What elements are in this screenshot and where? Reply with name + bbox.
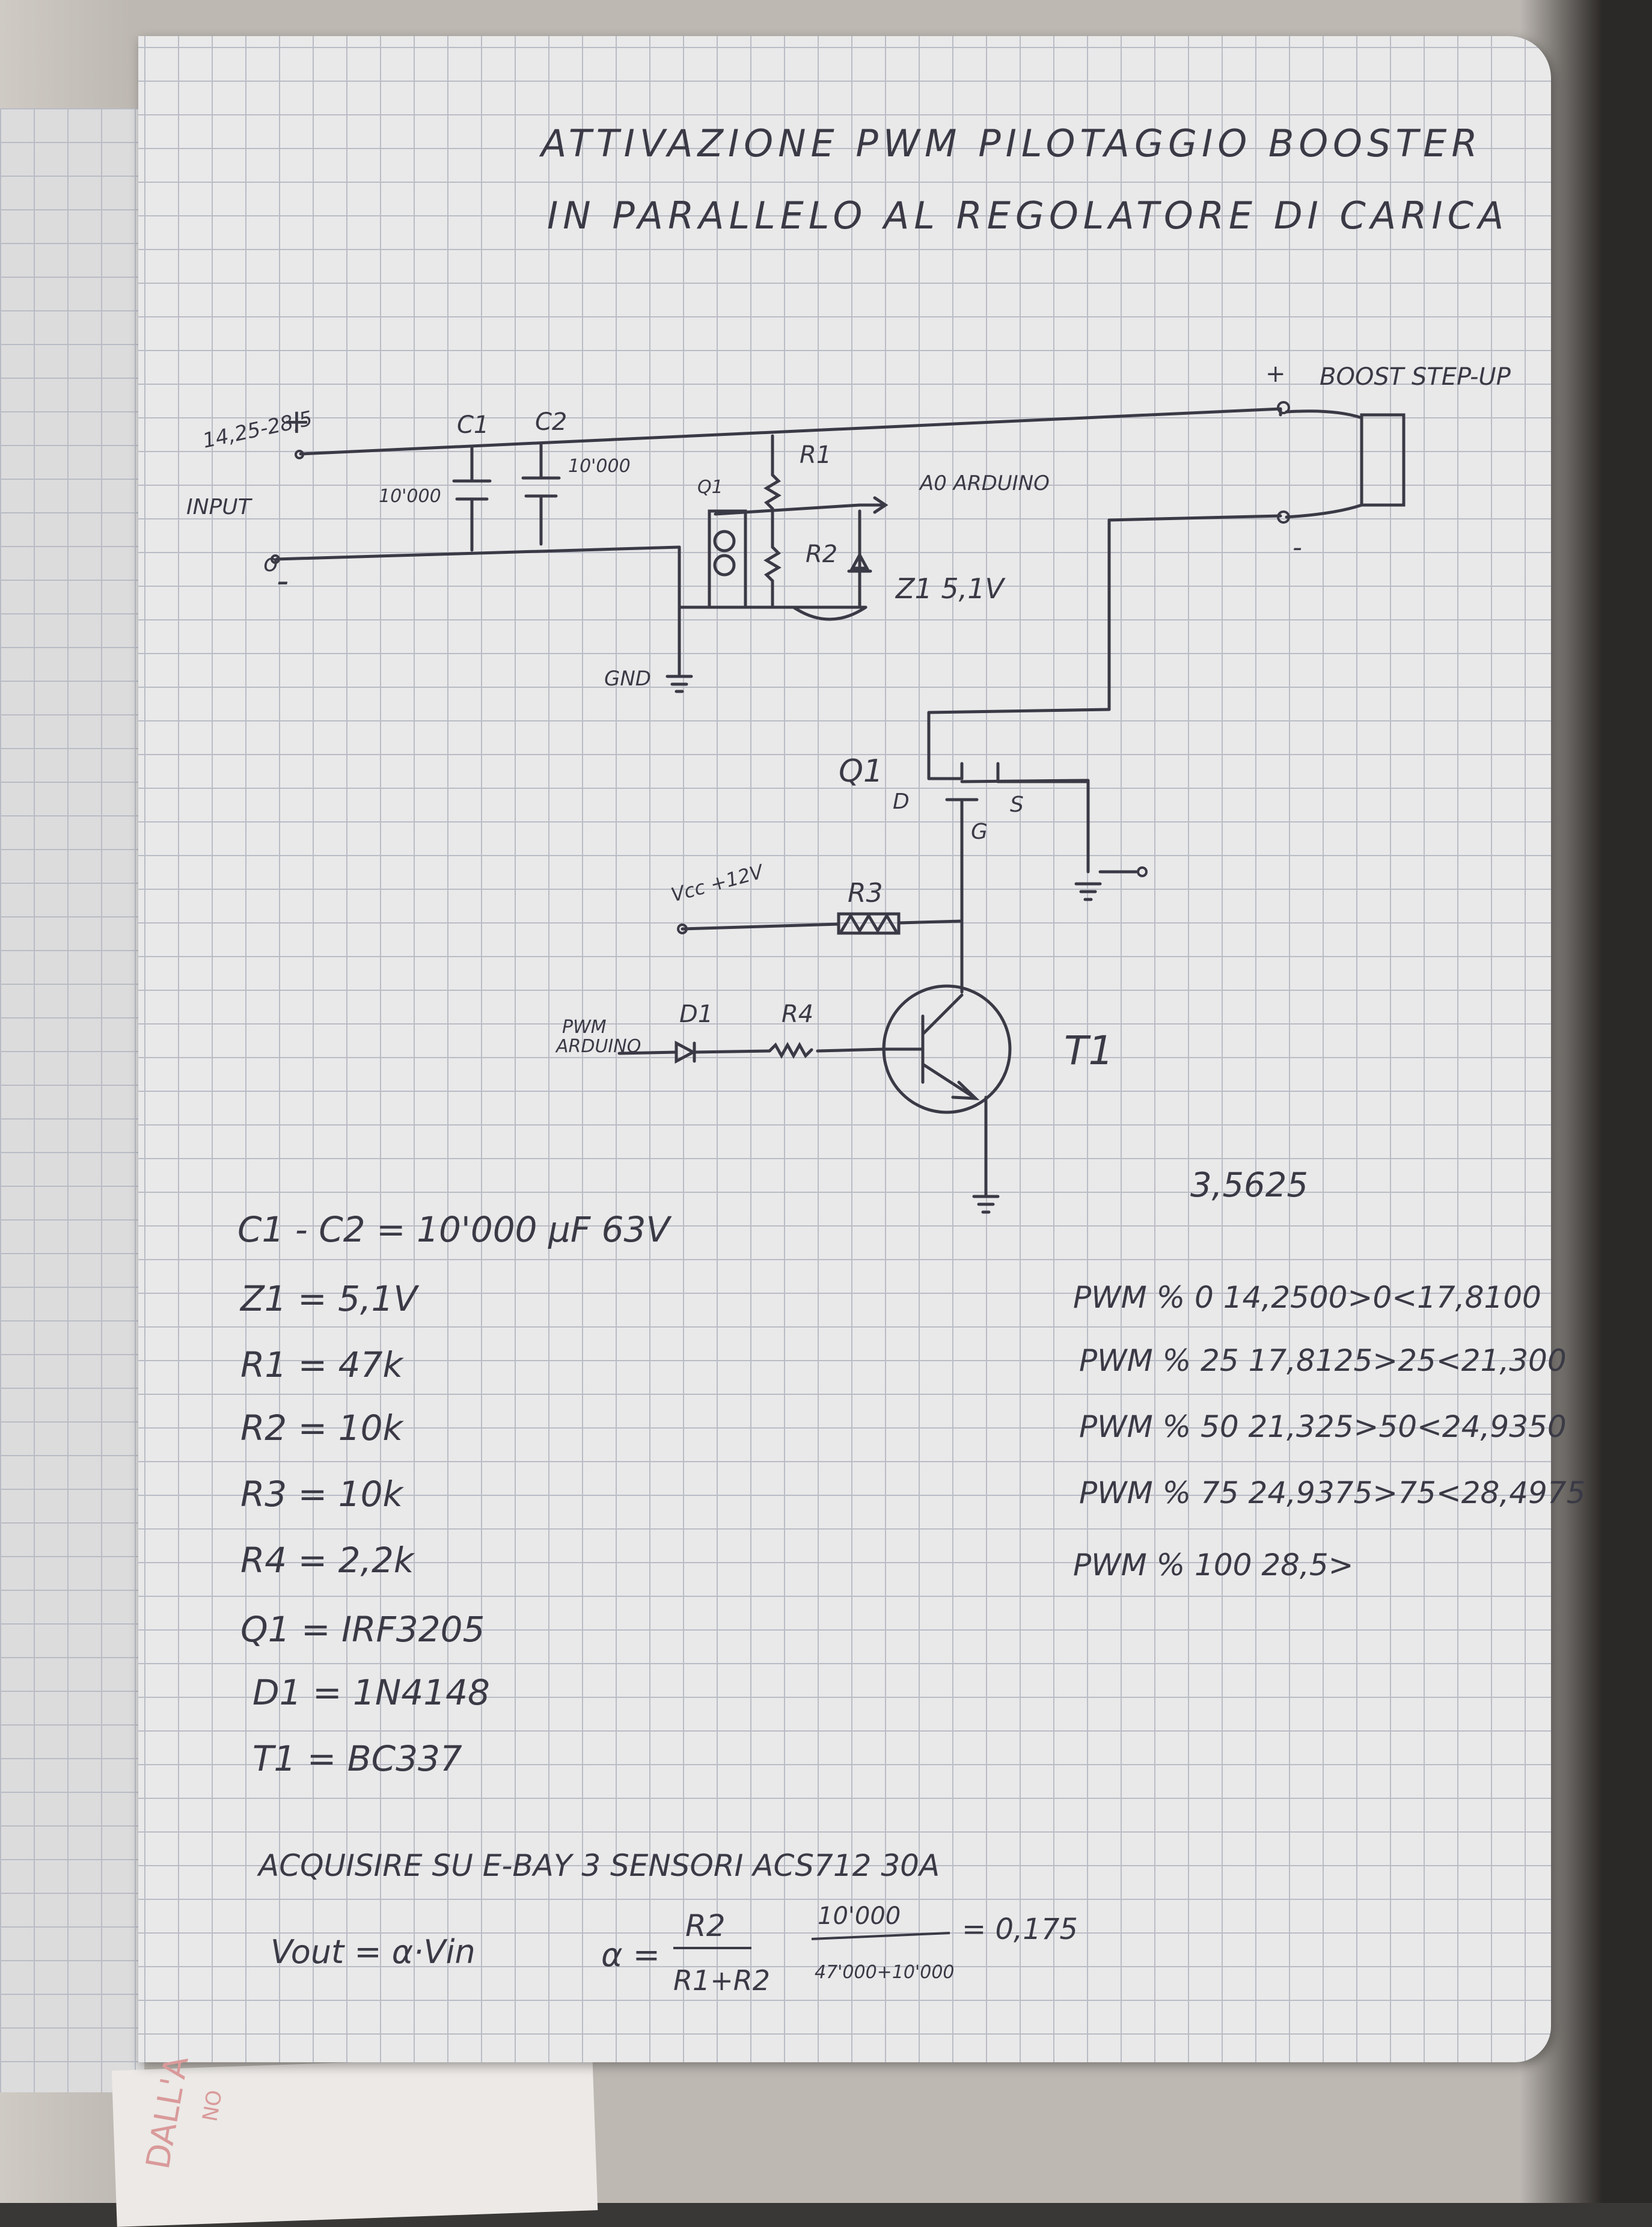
boost-stepup-label: BOOST STEP-UP bbox=[1320, 363, 1511, 391]
schematic-nodes bbox=[271, 401, 1290, 934]
q-small-label: Q1 bbox=[697, 477, 723, 498]
pwm-row: PWM % 100 28,5> bbox=[1073, 1548, 1354, 1582]
c1-label: C1 bbox=[457, 411, 489, 439]
component-line: Z1 = 5,1V bbox=[239, 1278, 420, 1319]
pwm-row: PWM % 0 14,2500>0<17,8100 bbox=[1073, 1280, 1541, 1315]
c2-value: 10'000 bbox=[568, 456, 631, 477]
boost-plus-label: + bbox=[1265, 360, 1286, 388]
pwm-arduino-label-2: ARDUINO bbox=[555, 1036, 641, 1057]
divider-formula: Vout = α·Vin α = R2 R1+R2 10'000 47'000+… bbox=[271, 1902, 1078, 1997]
d1-label: D1 bbox=[679, 1000, 713, 1028]
pwm-row: PWM % 50 21,325>50<24,9350 bbox=[1079, 1409, 1567, 1444]
pwm-row: PWM % 75 24,9375>75<28,4975 bbox=[1079, 1475, 1585, 1510]
r2-label: R2 bbox=[806, 541, 837, 568]
scrap-text-2: NO bbox=[198, 2088, 227, 2123]
pwm-arduino-label-1: PWM bbox=[562, 1017, 607, 1038]
q1-drain-label: D bbox=[893, 789, 910, 814]
fraction-2-bar bbox=[811, 1932, 950, 1940]
vcc-label: Vcc +12V bbox=[668, 860, 766, 907]
r3-label: R3 bbox=[848, 878, 883, 908]
scrap-text-1: DALL'A bbox=[139, 2053, 196, 2172]
input-minus-label: - bbox=[277, 562, 289, 601]
q1-label: Q1 bbox=[839, 753, 883, 789]
pwm-step-value: 3,5625 bbox=[1190, 1166, 1308, 1205]
a0-arduino-label: A0 ARDUINO bbox=[919, 471, 1050, 495]
left-notebook-page bbox=[0, 108, 144, 2092]
c1-value: 10'000 bbox=[379, 486, 441, 507]
formula-vout: Vout = α·Vin bbox=[271, 1933, 476, 1971]
fraction-2-denominator: 47'000+10'000 bbox=[815, 1962, 955, 1983]
component-line: R3 = 10k bbox=[240, 1474, 404, 1515]
formula-result: = 0,175 bbox=[962, 1913, 1078, 1946]
component-line: D1 = 1N4148 bbox=[252, 1672, 490, 1713]
input-minus-node: o bbox=[263, 550, 278, 577]
pwm-row: PWM % 25 17,8125>25<21,300 bbox=[1079, 1343, 1567, 1378]
formula-alpha: α = bbox=[601, 1936, 660, 1974]
q1-gate-label: G bbox=[971, 819, 988, 844]
acquire-note: ACQUISIRE SU E-BAY 3 SENSORI ACS712 30A bbox=[257, 1848, 940, 1883]
schematic-wires bbox=[275, 407, 1406, 1214]
gnd-label: GND bbox=[604, 667, 651, 691]
zener-label: Z1 5,1V bbox=[895, 572, 1006, 605]
fraction-2-numerator: 10'000 bbox=[818, 1902, 901, 1930]
component-line: R4 = 2,2k bbox=[240, 1540, 415, 1581]
q1-source-label: S bbox=[1010, 792, 1024, 817]
fraction-1-numerator: R2 bbox=[685, 1908, 726, 1943]
r1-label: R1 bbox=[800, 441, 831, 469]
component-line: T1 = BC337 bbox=[252, 1738, 462, 1779]
pwm-table: 3,5625 PWM % 0 14,2500>0<17,8100 PWM % 2… bbox=[1073, 1166, 1585, 1582]
title-line-2: IN PARALLELO AL REGOLATORE DI CARICA bbox=[547, 194, 1508, 237]
component-line: R2 = 10k bbox=[240, 1408, 404, 1448]
input-plus-label: + bbox=[283, 402, 311, 441]
component-list: C1 - C2 = 10'000 μF 63V Z1 = 5,1V R1 = 4… bbox=[237, 1209, 672, 1779]
t1-label: T1 bbox=[1064, 1028, 1113, 1074]
boost-minus-label: - bbox=[1293, 532, 1302, 563]
title-line-1: ATTIVAZIONE PWM PILOTAGGIO BOOSTER bbox=[539, 121, 1482, 165]
component-line: Q1 = IRF3205 bbox=[240, 1609, 485, 1650]
component-line: R1 = 47k bbox=[240, 1344, 404, 1385]
r4-label: R4 bbox=[782, 1000, 813, 1028]
fraction-1-denominator: R1+R2 bbox=[673, 1964, 770, 1997]
component-line: C1 - C2 = 10'000 μF 63V bbox=[237, 1209, 672, 1250]
input-label: INPUT bbox=[186, 495, 253, 519]
c2-label: C2 bbox=[535, 408, 567, 436]
